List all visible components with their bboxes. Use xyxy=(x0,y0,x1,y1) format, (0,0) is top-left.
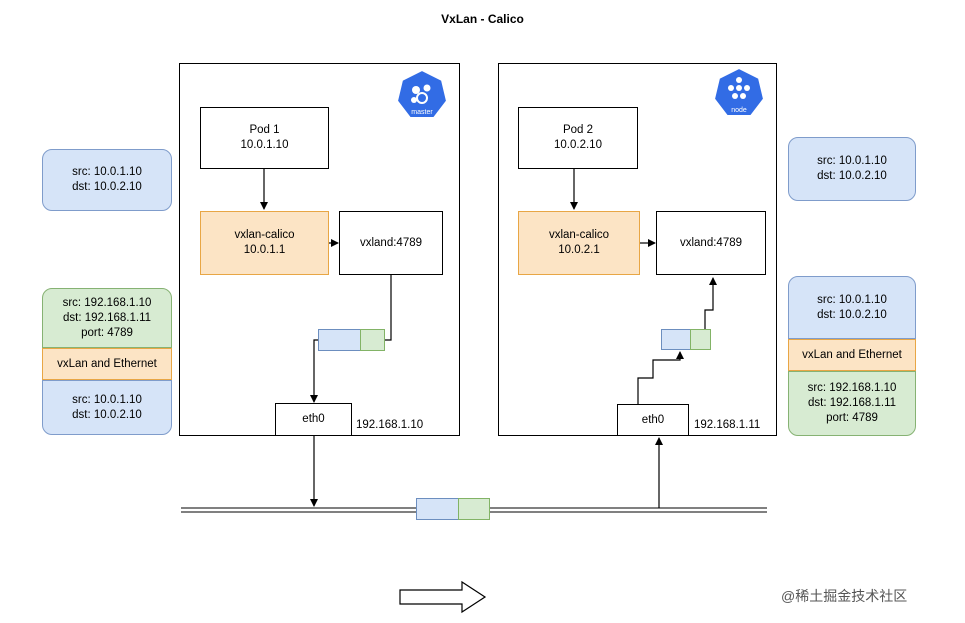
left-vxlan-ethernet: vxLan and Ethernet xyxy=(42,348,172,380)
right-vxlan-ethernet: vxLan and Ethernet xyxy=(788,339,916,371)
node-badge: node xyxy=(711,66,767,122)
packet-wire-blue xyxy=(416,498,459,520)
edge-eth0-to-packet-node xyxy=(637,351,684,404)
left-payload-dst: dst: 10.0.2.10 xyxy=(72,408,142,421)
pod1-box[interactable]: Pod 1 10.0.1.10 xyxy=(200,107,329,169)
right-inner-header: src: 10.0.1.10 dst: 10.0.2.10 xyxy=(788,137,916,201)
packet-master-green xyxy=(360,329,385,351)
edge-packet-to-vxland-node xyxy=(704,277,717,329)
kubernetes-master-icon xyxy=(395,68,449,119)
eth0-node[interactable]: eth0 xyxy=(617,404,689,436)
left-payload-src: src: 10.0.1.10 xyxy=(72,393,142,406)
right-outer-header: src: 192.168.1.10 dst: 192.168.1.11 port… xyxy=(788,371,916,436)
packet-wire-green xyxy=(458,498,490,520)
diagram-title: VxLan - Calico xyxy=(441,12,524,26)
node-host-ip: 192.168.1.11 xyxy=(694,419,761,431)
left-outer-port: port: 4789 xyxy=(81,326,133,339)
pod1-name: Pod 1 xyxy=(249,124,280,136)
kubernetes-node-icon xyxy=(712,66,766,117)
vxlan-calico-node-name: vxlan-calico xyxy=(548,229,610,241)
eth0-master[interactable]: eth0 xyxy=(275,403,352,436)
pod2-ip: 10.0.2.10 xyxy=(554,139,602,151)
left-outer-dst: dst: 192.168.1.11 xyxy=(62,311,152,324)
master-badge-label: master xyxy=(411,109,433,116)
vxland-node-label: vxland:4789 xyxy=(679,236,743,249)
left-outer-src: src: 192.168.1.10 xyxy=(62,296,152,309)
vxlan-calico-master[interactable]: vxlan-calico 10.0.1.1 xyxy=(200,211,329,275)
vxlan-calico-node-ip: 10.0.2.1 xyxy=(558,244,600,256)
vxlan-calico-master-ip: 10.0.1.1 xyxy=(243,244,286,256)
node-badge-label: node xyxy=(731,107,747,114)
pod2-name: Pod 2 xyxy=(562,124,594,136)
right-inner-payload: src: 10.0.1.10 dst: 10.0.2.10 xyxy=(788,276,916,339)
direction-arrow-icon xyxy=(399,580,487,614)
vxlan-calico-master-name: vxlan-calico xyxy=(234,229,295,241)
watermark: @稀土掘金技术社区 xyxy=(781,588,908,604)
left-outer-header: src: 192.168.1.10 dst: 192.168.1.11 port… xyxy=(42,288,172,348)
right-outer-dst: dst: 192.168.1.11 xyxy=(807,397,897,409)
pod1-ip: 10.0.1.10 xyxy=(240,139,289,151)
packet-node-blue xyxy=(661,329,691,350)
right-inner-dst: dst: 10.0.2.10 xyxy=(817,170,887,182)
right-outer-src: src: 192.168.1.10 xyxy=(807,382,897,394)
vxland-master-label: vxland:4789 xyxy=(359,236,423,249)
right-vxlan-ethernet-label: vxLan and Ethernet xyxy=(802,348,902,361)
vxland-node[interactable]: vxland:4789 xyxy=(656,211,766,275)
left-vxlan-ethernet-label: vxLan and Ethernet xyxy=(57,357,157,370)
packet-node-green xyxy=(690,329,711,350)
right-outer-port: port: 4789 xyxy=(826,412,878,424)
left-inner-payload: src: 10.0.1.10 dst: 10.0.2.10 xyxy=(42,380,172,435)
left-inner-src: src: 10.0.1.10 xyxy=(72,166,142,178)
vxland-master[interactable]: vxland:4789 xyxy=(339,211,443,275)
eth0-node-label: eth0 xyxy=(641,413,665,426)
master-badge: master xyxy=(394,68,450,124)
left-inner-header: src: 10.0.1.10 dst: 10.0.2.10 xyxy=(42,149,172,211)
vxlan-calico-node[interactable]: vxlan-calico 10.0.2.1 xyxy=(518,211,640,275)
pod2-box[interactable]: Pod 2 10.0.2.10 xyxy=(518,107,638,169)
right-inner-src: src: 10.0.1.10 xyxy=(817,155,887,167)
edge-vxland-to-packet-master xyxy=(384,275,392,341)
right-payload-dst: dst: 10.0.2.10 xyxy=(817,308,887,321)
eth0-master-label: eth0 xyxy=(302,413,325,425)
right-payload-src: src: 10.0.1.10 xyxy=(817,293,887,306)
master-host-ip: 192.168.1.10 xyxy=(356,419,424,431)
left-inner-dst: dst: 10.0.2.10 xyxy=(72,181,142,193)
packet-master-blue xyxy=(318,329,361,351)
edge-packet-to-eth0-master xyxy=(310,339,318,403)
